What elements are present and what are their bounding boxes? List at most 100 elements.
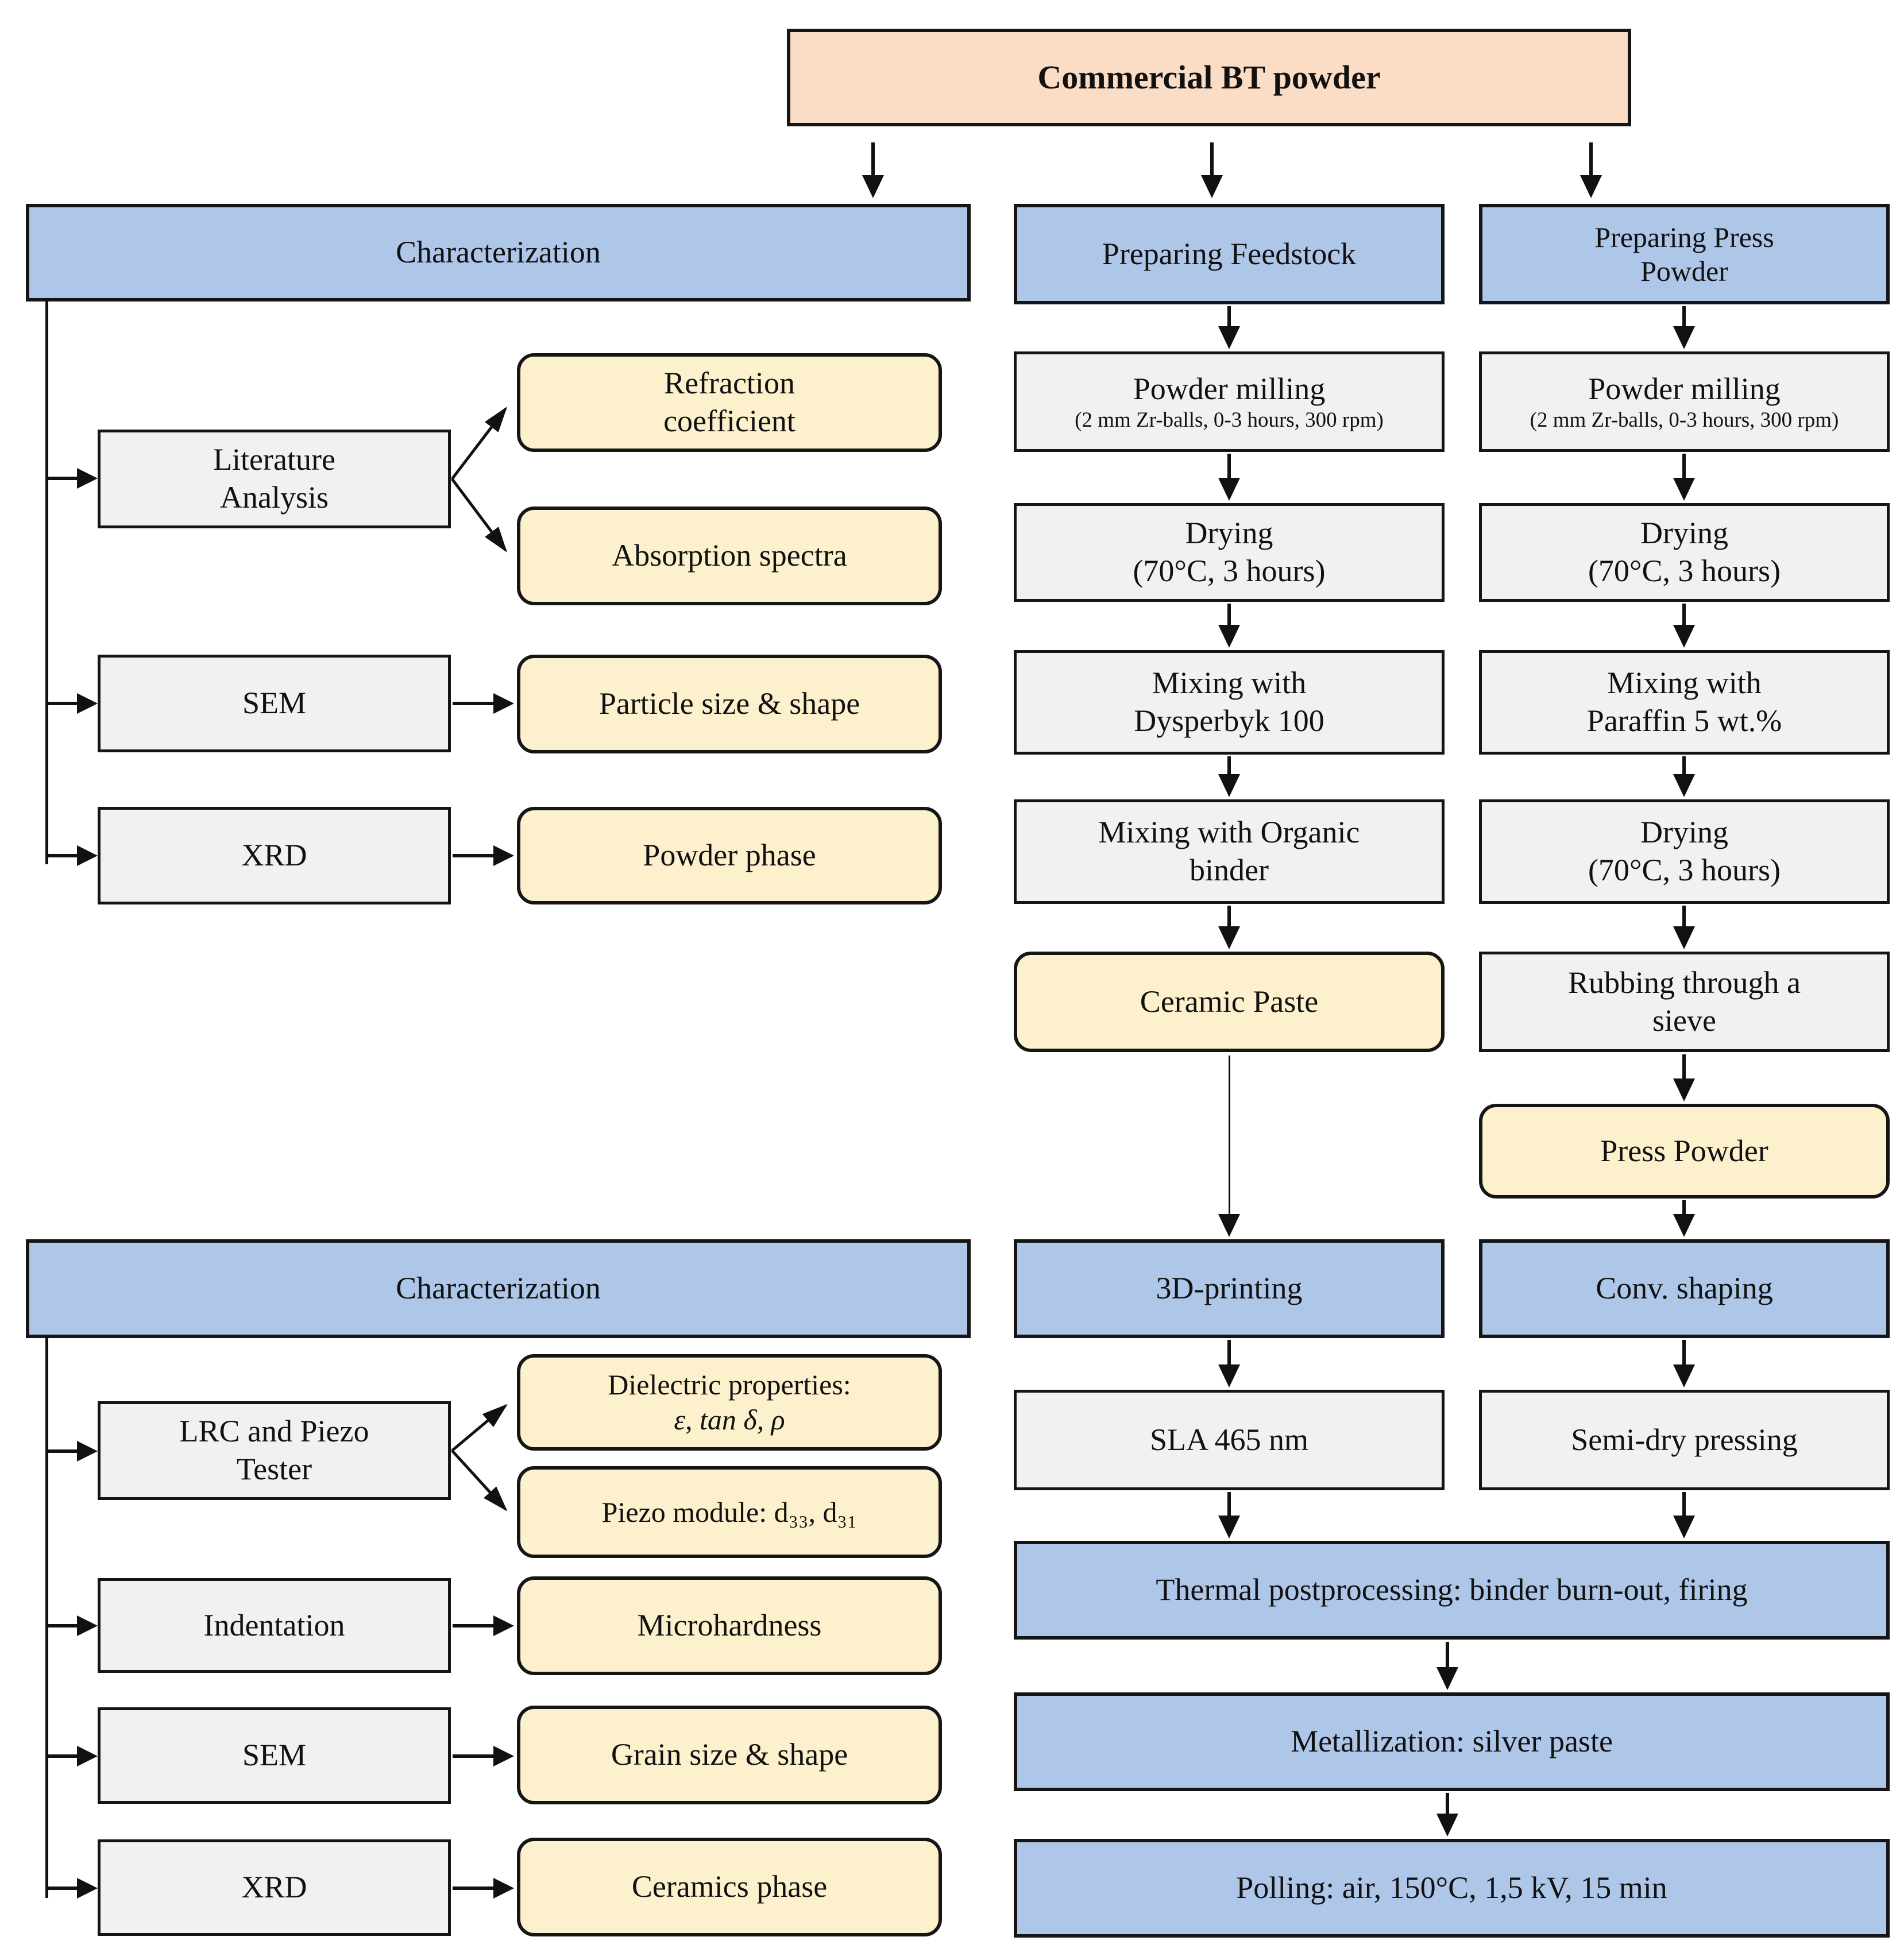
semi-dry-pressing-box: Semi-dry pressing (1479, 1390, 1890, 1490)
stub-arrow-xrd-top (46, 845, 98, 866)
thermal-postprocessing-box: Thermal postprocessing: binder burn-out,… (1014, 1541, 1890, 1640)
grain-size-shape-box: Grain size & shape (517, 1706, 942, 1804)
ceramics-phase-box: Ceramics phase (517, 1838, 942, 1936)
characterization-bottom-connector-line (45, 1336, 48, 1898)
feedstock-milling-line1: Powder milling (1133, 372, 1326, 407)
press-drying1-line1: Drying (1640, 516, 1728, 551)
press-milling-line2: (2 mm Zr-balls, 0-3 hours, 300 rpm) (1530, 408, 1839, 432)
dielectric-properties-box: Dielectric properties: ε, tan δ, ρ (517, 1354, 942, 1451)
sem-top-box: SEM (98, 655, 451, 752)
feedstock-powder-milling-box: Powder milling (2 mm Zr-balls, 0-3 hours… (1014, 351, 1445, 452)
flow-arrow (1218, 906, 1240, 949)
thermal-label: Thermal postprocessing: binder burn-out,… (1156, 1572, 1748, 1607)
rubbing-sieve-box: Rubbing through a sieve (1479, 952, 1890, 1052)
absorption-label: Absorption spectra (612, 538, 847, 573)
indentation-box: Indentation (98, 1578, 451, 1673)
stub-arrow-xrd-bottom (46, 1878, 98, 1899)
printing-header: 3D-printing (1014, 1239, 1445, 1338)
preparing-feedstock-header: Preparing Feedstock (1014, 204, 1445, 304)
press-header-line1: Preparing Press (1594, 221, 1774, 253)
feedstock-drying-line1: Drying (1185, 516, 1273, 551)
arrow-indentation-microhardness (453, 1615, 514, 1636)
press-powder-box: Press Powder (1479, 1104, 1890, 1199)
source-label: Commercial BT powder (1037, 58, 1381, 96)
lrc-line1: LRC and Piezo (179, 1414, 369, 1449)
press-drying2-box: Drying (70°C, 3 hours) (1479, 799, 1890, 904)
lrc-piezo-tester-box: LRC and Piezo Tester (98, 1401, 451, 1500)
flow-arrow (1673, 1492, 1695, 1538)
arrow-xrd-ceramics (453, 1878, 514, 1899)
flow-arrow (1218, 1492, 1240, 1538)
sem-bottom-label: SEM (242, 1738, 307, 1773)
mixing-dysperbyk-line1: Mixing with (1152, 666, 1307, 701)
ceramic-paste-box: Ceramic Paste (1014, 952, 1445, 1052)
powder-phase-box: Powder phase (517, 807, 942, 904)
flow-arrow (1673, 1200, 1695, 1237)
arrow-sem-particle (453, 693, 514, 714)
characterization-top-connector-line (45, 299, 48, 864)
literature-line2: Analysis (220, 480, 329, 515)
characterization-bottom-header: Characterization (26, 1239, 971, 1338)
flow-arrow (1673, 906, 1695, 949)
rubbing-line1: Rubbing through a (1568, 965, 1801, 1000)
flow-arrow (1218, 756, 1240, 797)
microhardness-box: Microhardness (517, 1576, 942, 1675)
preparing-press-powder-header: Preparing Press Powder (1479, 204, 1890, 304)
press-drying1-line2: (70°C, 3 hours) (1588, 554, 1781, 588)
arrow-sem-grain (453, 1746, 514, 1766)
press-drying2-line1: Drying (1640, 815, 1728, 850)
characterization-bottom-header-label: Characterization (396, 1271, 601, 1306)
feedstock-milling-line2: (2 mm Zr-balls, 0-3 hours, 300 rpm) (1075, 408, 1384, 432)
sem-bottom-box: SEM (98, 1707, 451, 1804)
refraction-line2: coefficient (663, 404, 795, 438)
flow-arrow (1673, 1054, 1695, 1101)
flow-arrow (1218, 604, 1240, 648)
rubbing-line2: sieve (1652, 1003, 1716, 1038)
refraction-line1: Refraction (664, 366, 795, 401)
sla-box: SLA 465 nm (1014, 1390, 1445, 1490)
press-drying2-line2: (70°C, 3 hours) (1588, 853, 1781, 887)
flow-arrow (1673, 756, 1695, 797)
press-drying1-box: Drying (70°C, 3 hours) (1479, 503, 1890, 602)
press-milling-line1: Powder milling (1588, 372, 1781, 407)
press-powder-milling-box: Powder milling (2 mm Zr-balls, 0-3 hours… (1479, 351, 1890, 452)
arrow-xrd-powderphase (453, 845, 514, 866)
flow-arrow (1436, 1793, 1458, 1837)
dielectric-line2: ε, tan δ, ρ (674, 1404, 785, 1436)
sem-top-label: SEM (242, 686, 307, 721)
feedstock-drying-line2: (70°C, 3 hours) (1133, 554, 1326, 588)
refraction-coefficient-box: Refraction coefficient (517, 353, 942, 452)
press-header-line2: Powder (1640, 254, 1728, 287)
sla-label: SLA 465 nm (1149, 1422, 1309, 1457)
mixing-paraffin-box: Mixing with Paraffin 5 wt.% (1479, 650, 1890, 755)
particle-size-shape-box: Particle size & shape (517, 655, 942, 753)
lrc-line2: Tester (236, 1452, 312, 1486)
stub-arrow-sem-top (46, 693, 98, 714)
xrd-bottom-label: XRD (241, 1870, 307, 1905)
indentation-label: Indentation (203, 1607, 345, 1642)
polling-label: Polling: air, 150°C, 1,5 kV, 15 min (1236, 1870, 1667, 1905)
piezo-module-box: Piezo module: d₃₃, d₃₁ (517, 1466, 942, 1558)
literature-line1: Literature (213, 442, 335, 477)
mixing-paraffin-line2: Paraffin 5 wt.% (1586, 703, 1782, 738)
feedstock-drying-box: Drying (70°C, 3 hours) (1014, 503, 1445, 602)
mixing-organic-binder-box: Mixing with Organic binder (1014, 799, 1445, 904)
flow-arrow (1673, 454, 1695, 501)
characterization-top-header-label: Characterization (396, 235, 601, 270)
xrd-top-label: XRD (241, 838, 307, 873)
polling-box: Polling: air, 150°C, 1,5 kV, 15 min (1014, 1839, 1890, 1938)
particle-label: Particle size & shape (598, 686, 860, 721)
ceramic-paste-label: Ceramic Paste (1140, 984, 1319, 1019)
characterization-top-header: Characterization (26, 204, 971, 301)
stub-arrow-sem-bottom (46, 1746, 98, 1766)
powder-phase-label: Powder phase (643, 838, 816, 873)
semi-dry-label: Semi-dry pressing (1571, 1422, 1798, 1457)
grain-label: Grain size & shape (611, 1737, 848, 1772)
microhardness-label: Microhardness (637, 1608, 822, 1643)
mixing-dysperbyk-box: Mixing with Dysperbyk 100 (1014, 650, 1445, 755)
conv-shaping-label: Conv. shaping (1596, 1271, 1773, 1306)
flow-arrow-source-characterization (862, 142, 884, 198)
flow-arrow-source-feedstock (1201, 142, 1223, 198)
xrd-bottom-box: XRD (98, 1839, 451, 1936)
